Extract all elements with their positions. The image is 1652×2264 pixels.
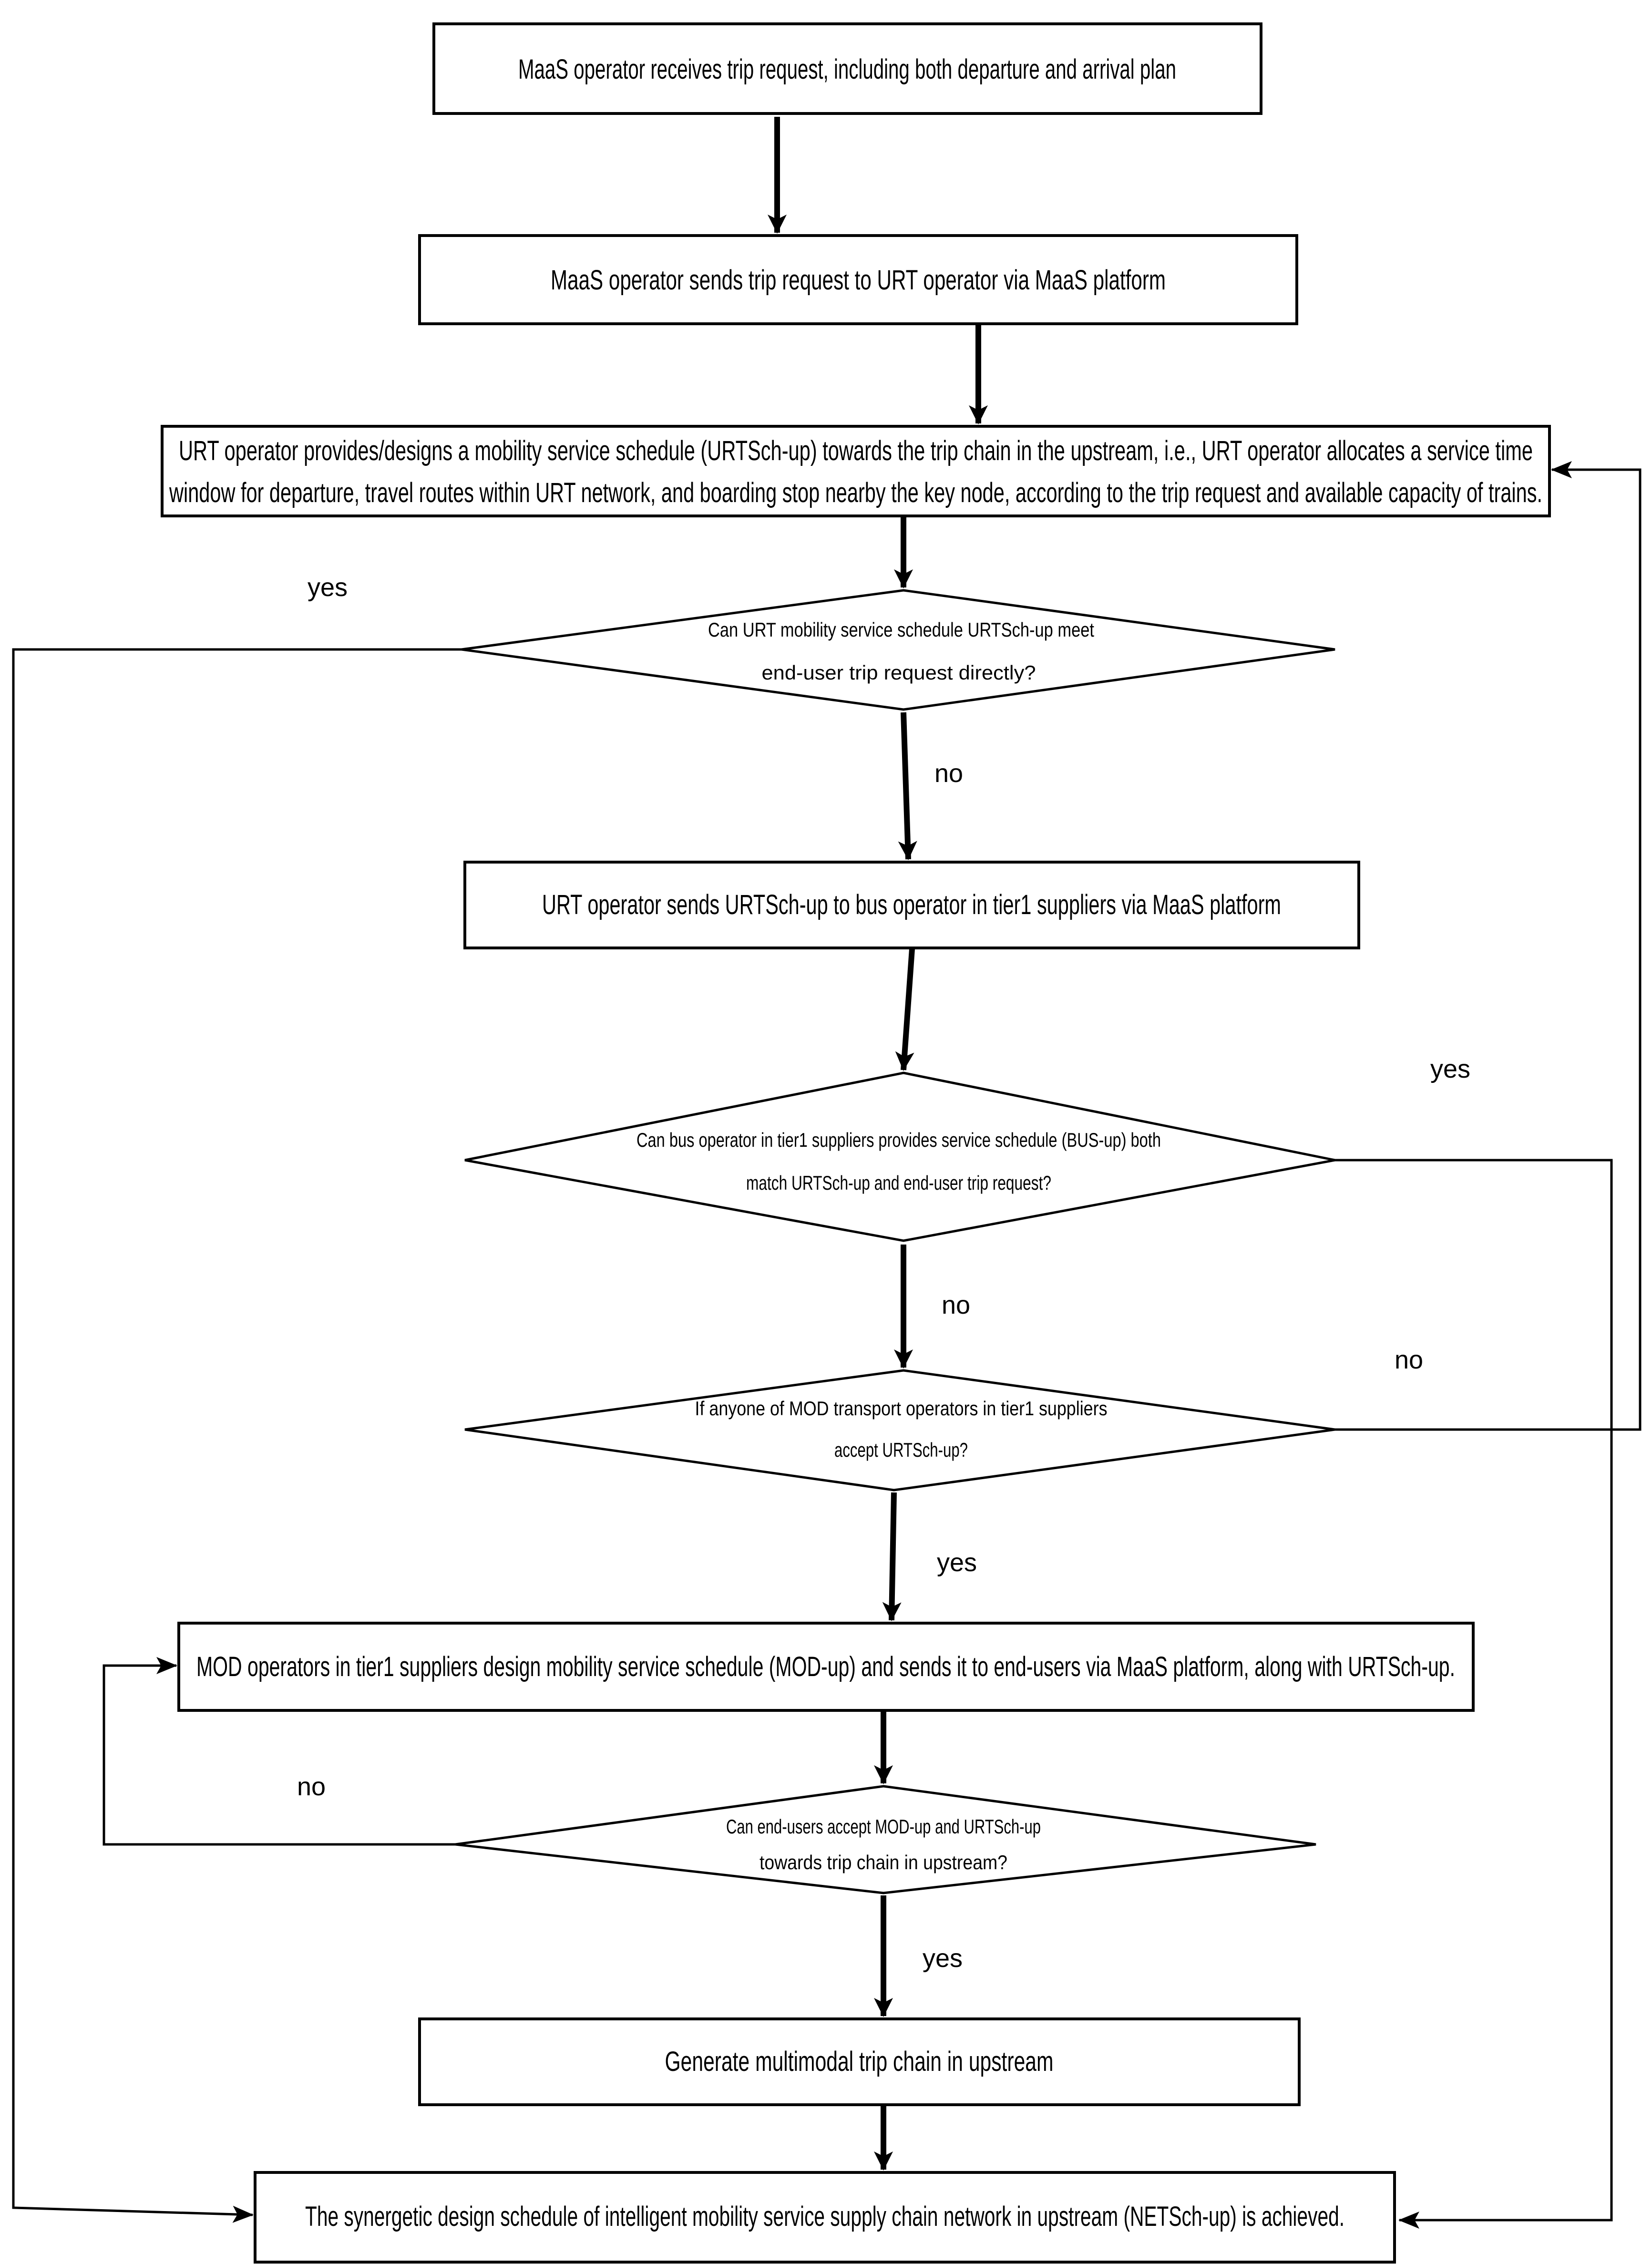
connector-d1-yes-to-n7 [12,648,462,2223]
node-send-to-urt: MaaS operator sends trip request to URT … [418,234,1298,325]
label-d2-yes: yes [1430,1055,1470,1083]
node-text: URT operator sends URTSch-up to bus oper… [542,889,1281,920]
decision-text: accept URTSch-up? [834,1439,968,1461]
decision-mod-accepts: If anyone of MOD transport operators in … [464,1369,1335,1492]
decision-text: Can end-users accept MOD-up and URTSch-u… [726,1815,1041,1838]
label-d3-no: no [1395,1346,1423,1374]
label-d1-yes: yes [308,573,348,602]
arrow-d1-n4 [898,712,917,860]
node-urt-designs-schedule: URT operator provides/designs a mobility… [161,425,1551,517]
label-d1-no: no [934,759,963,788]
arrow-n4-d2 [895,948,915,1071]
node-generate-trip-chain: Generate multimodal trip chain in upstre… [418,2017,1301,2106]
decision-text: towards trip chain in upstream? [759,1851,1007,1873]
label-d2-no: no [942,1291,970,1319]
arrow-d3-n5 [882,1492,902,1621]
node-text: Generate multimodal trip chain in upstre… [665,2046,1054,2077]
node-text: MaaS operator receives trip request, inc… [518,54,1176,85]
node-text: MaaS operator sends trip request to URT … [551,265,1166,296]
decision-urt-meets-request: Can URT mobility service schedule URTSch… [461,589,1335,711]
decision-text: match URTSch-up and end-user trip reques… [746,1172,1051,1194]
decision-text: Can URT mobility service schedule URTSch… [708,618,1094,641]
node-text: URT operator provides/designs a mobility… [179,435,1533,466]
connector-d4-no-to-n5 [103,1657,455,1846]
node-text: window for departure, travel routes with… [169,477,1542,508]
decision-text: Can bus operator in tier1 suppliers prov… [636,1129,1161,1151]
decision-bus-matches: Can bus operator in tier1 suppliers prov… [464,1071,1335,1242]
decision-end-users-accept: Can end-users accept MOD-up and URTSch-u… [455,1785,1316,1894]
label-d4-no: no [297,1772,326,1801]
node-mod-design-schedule: MOD operators in tier1 suppliers design … [177,1622,1475,1712]
node-netsch-achieved: The synergetic design schedule of intell… [254,2171,1396,2264]
label-d3-yes: yes [937,1548,977,1577]
node-text: MOD operators in tier1 suppliers design … [196,1651,1455,1682]
decision-text: If anyone of MOD transport operators in … [695,1397,1108,1420]
node-urt-sends-to-bus: URT operator sends URTSch-up to bus oper… [463,861,1360,949]
label-d4-yes: yes [923,1944,963,1973]
connector-d3-no-to-n3 [1335,461,1642,1431]
connector-d2-yes-to-n7 [1335,1159,1613,2229]
node-text: The synergetic design schedule of intell… [305,2201,1344,2232]
decision-text: end-user trip request directly? [762,661,1036,684]
node-receive-trip-request: MaaS operator receives trip request, inc… [432,22,1262,115]
